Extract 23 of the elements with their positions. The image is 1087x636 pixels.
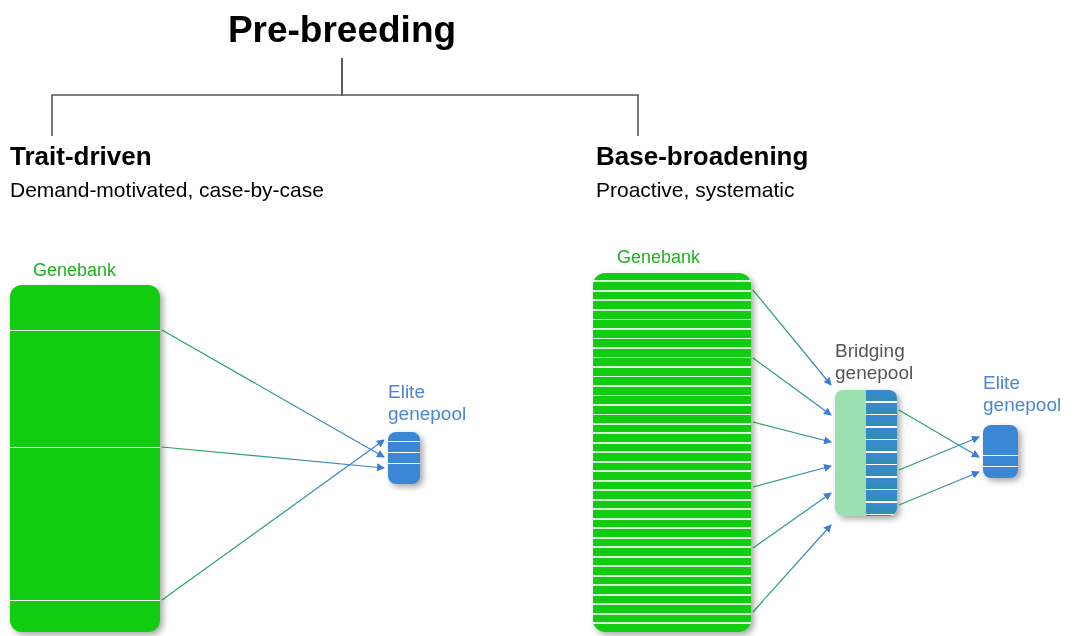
arrow: [161, 439, 385, 601]
arrow: [898, 470, 980, 506]
pool-label: Elite genepool: [388, 381, 468, 425]
pool-label: Bridging genepool: [835, 340, 915, 384]
pool-label: Elite genepool: [983, 372, 1063, 416]
arrow: [752, 357, 832, 416]
category-heading: Trait-driven: [10, 140, 152, 173]
arrow: [752, 524, 832, 613]
bracket-line: [341, 57, 639, 137]
arrow: [898, 435, 980, 471]
category-subtitle: Proactive, systematic: [596, 176, 795, 203]
arrow: [898, 409, 980, 458]
title-text: Pre-breeding: [227, 8, 457, 53]
pool-label: Genebank: [617, 246, 702, 269]
category-subtitle: Demand-motivated, case-by-case: [10, 176, 324, 203]
pool-label: Genebank: [33, 259, 118, 282]
arrow: [161, 329, 385, 458]
arrow: [161, 446, 385, 472]
arrow: [752, 421, 832, 445]
arrow: [752, 289, 832, 386]
category-heading: Base-broadening: [596, 140, 809, 173]
arrow: [752, 463, 832, 488]
arrow: [752, 492, 832, 549]
